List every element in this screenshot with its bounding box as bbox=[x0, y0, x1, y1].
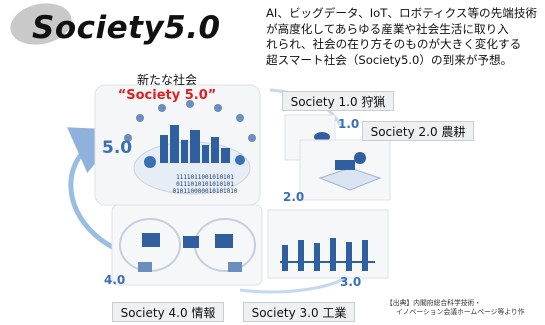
society4-label: Society 4.0 情報 bbox=[112, 302, 224, 322]
society4-panel bbox=[111, 204, 263, 286]
stage-number-3: 3.0 bbox=[340, 275, 362, 289]
cycle-arc bbox=[66, 127, 131, 258]
new-society-name: “Society 5.0” bbox=[117, 88, 217, 103]
source-line: 【出典】内閣府総合科学技術・ bbox=[386, 299, 482, 307]
description-line: AI、ビッグデータ、IoT、ロボティクス等の先端技術 bbox=[266, 6, 538, 20]
description: AI、ビッグデータ、IoT、ロボティクス等の先端技術 が高度化してあらゆる産業や… bbox=[266, 6, 542, 68]
page-title: Society5.0 bbox=[32, 10, 221, 46]
society2-panel bbox=[299, 139, 391, 201]
society3-label: Society 3.0 工業 bbox=[243, 302, 355, 322]
stage-number-5: 5.0 bbox=[102, 138, 133, 158]
description-line: が高度化してあらゆる産業や社会生活に取り入 bbox=[266, 21, 509, 36]
society3-panel bbox=[267, 209, 389, 279]
new-society-label: 新たな社会 “Society 5.0” bbox=[102, 72, 232, 110]
source-line: イノベーション会議ホームページ等より作 bbox=[396, 308, 525, 316]
new-society-subtitle: 新たな社会 bbox=[136, 73, 197, 87]
binary-text: 1111011001010101 0111010101010101 010110… bbox=[150, 174, 260, 195]
binary-line: 010110000010101010 bbox=[172, 188, 238, 195]
society5-panel bbox=[94, 84, 261, 206]
binary-line: 0111010101010101 bbox=[176, 181, 234, 188]
binary-line: 1111011001010101 bbox=[176, 174, 234, 181]
stage-number-1: 1.0 bbox=[338, 117, 360, 131]
stage-number-4: 4.0 bbox=[104, 273, 126, 287]
cycle-arc-bottom bbox=[239, 273, 351, 294]
description-line: れられ、社会の在り方そのものが大きく変化する bbox=[266, 37, 522, 51]
society2-label: Society 2.0 農耕 bbox=[362, 121, 474, 141]
stage-number-2: 2.0 bbox=[283, 190, 305, 204]
description-line: 超スマート社会（Society5.0）の到来が予想。 bbox=[266, 52, 513, 67]
society1-label: Society 1.0 狩猟 bbox=[282, 91, 394, 111]
source-note: 【出典】内閣府総合科学技術・ イノベーション会議ホームページ等より作 bbox=[386, 299, 545, 317]
